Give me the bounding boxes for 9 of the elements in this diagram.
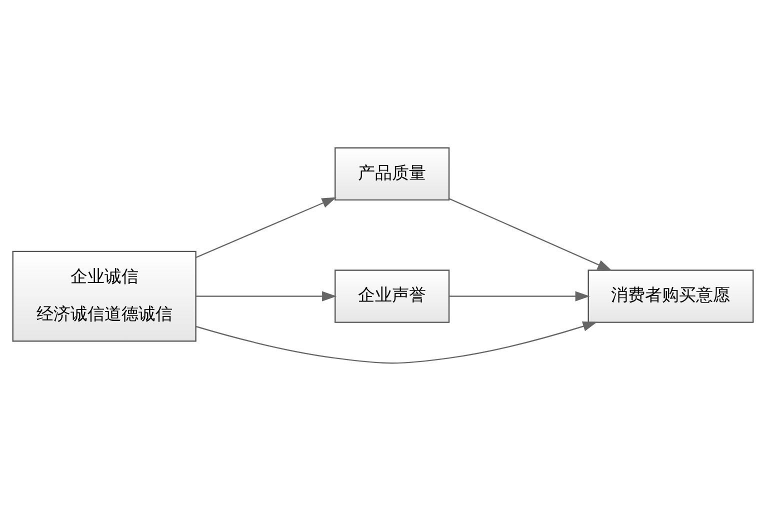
arrow — [196, 321, 598, 364]
node-box: 消费者购买意愿 — [588, 270, 754, 323]
node-box: 企业诚信 经济诚信道德诚信 — [12, 250, 196, 342]
arrow — [196, 291, 337, 302]
node-box: 企业声誉 — [334, 270, 450, 323]
arrow — [449, 291, 590, 302]
arrow — [196, 197, 336, 258]
arrow — [448, 198, 612, 271]
node-box: 产品质量 — [334, 147, 450, 201]
